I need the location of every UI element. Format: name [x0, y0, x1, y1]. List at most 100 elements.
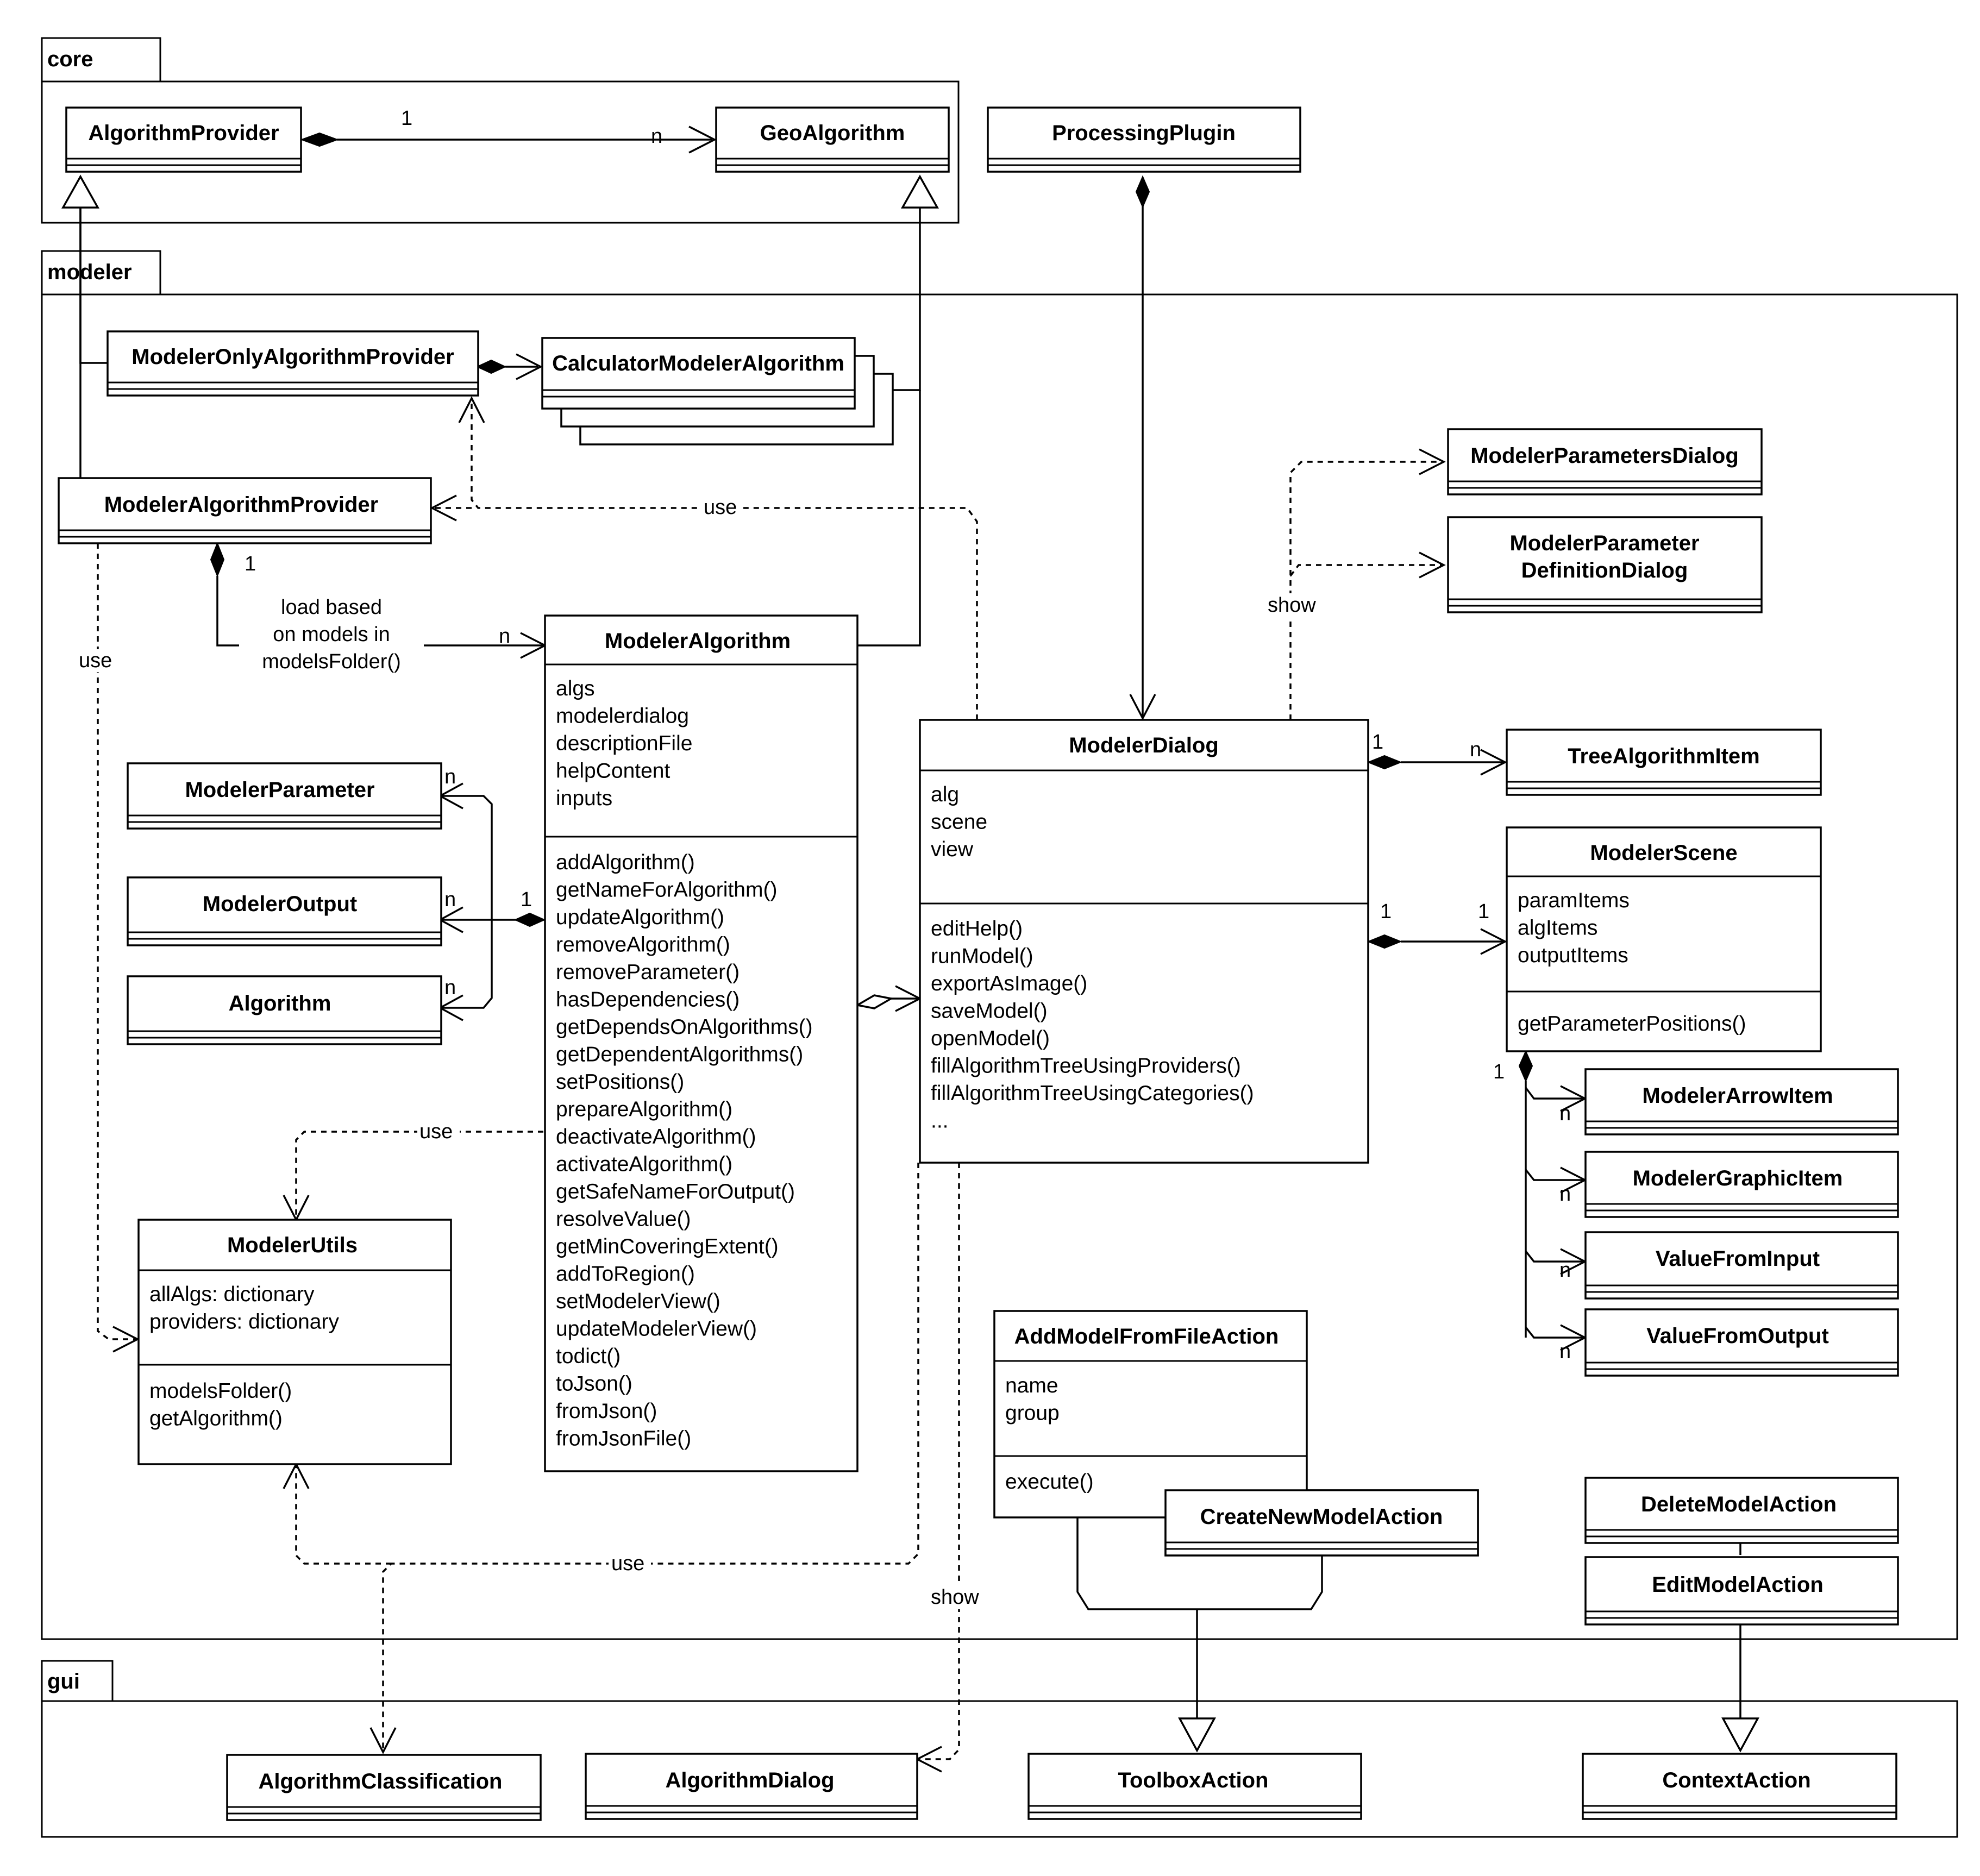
class-name: DefinitionDialog [1521, 559, 1688, 582]
class-name: ModelerParameter [1509, 531, 1699, 555]
method: hasDependencies() [556, 988, 740, 1012]
class-name: ModelerAlgorithm [605, 629, 791, 653]
dependency-label: use [704, 496, 737, 519]
class-algorithm-dialog: AlgorithmDialog [585, 1753, 918, 1820]
class-name: ContextAction [1662, 1768, 1810, 1792]
method: getMinCoveringExtent() [556, 1235, 779, 1258]
class-modeler-graphic-item: ModelerGraphicItem [1584, 1151, 1899, 1218]
method: getParameterPositions() [1518, 1012, 1746, 1036]
method: runModel() [931, 945, 1033, 968]
method: setPositions() [556, 1070, 684, 1094]
method: exportAsImage() [931, 972, 1087, 995]
class-toolbox-action: ToolboxAction [1027, 1753, 1362, 1820]
method: updateAlgorithm() [556, 906, 724, 929]
attribute-list: name group [1005, 1374, 1060, 1425]
class-name: ModelerParametersDialog [1470, 444, 1739, 468]
class-modeler-only-algorithm-provider: ModelerOnlyAlgorithmProvider [106, 330, 479, 397]
method: openModel() [931, 1027, 1050, 1050]
relation-label: load based [281, 596, 382, 619]
method: prepareAlgorithm() [556, 1098, 732, 1121]
class-modeler-output: ModelerOutput [127, 876, 442, 946]
method-list: editHelp()runModel()exportAsImage()saveM… [931, 917, 1254, 1133]
method-list: addAlgorithm() getNameForAlgorithm() updat… [556, 851, 813, 1451]
class-name: ModelerGraphicItem [1633, 1166, 1843, 1190]
composition-edge [300, 126, 717, 154]
method: setModelerView() [556, 1290, 720, 1313]
multiplicity-label: 1 [521, 888, 532, 911]
class-modeler-utils: ModelerUtils allAlgs: dictionaryprovider… [137, 1219, 452, 1465]
class-modeler-parameters-dialog: ModelerParametersDialog [1447, 428, 1763, 495]
dependency-label: use [419, 1120, 453, 1143]
class-modeler-arrow-item: ModelerArrowItem [1584, 1068, 1899, 1135]
method: getDependsOnAlgorithms() [556, 1015, 813, 1039]
multiplicity-label: n [1559, 1259, 1571, 1282]
class-modeler-parameter-definition-dialog: ModelerParameter DefinitionDialog [1447, 516, 1763, 613]
method: getNameForAlgorithm() [556, 879, 777, 902]
method: addToRegion() [556, 1263, 695, 1286]
attribute: name [1005, 1374, 1058, 1397]
class-modeler-algorithm: ModelerAlgorithm algsmodelerdialogdescri… [544, 614, 859, 1472]
class-name: AlgorithmProvider [88, 121, 279, 145]
attribute: group [1005, 1402, 1060, 1425]
class-name: EditModelAction [1652, 1573, 1824, 1597]
class-name: Algorithm [229, 992, 331, 1015]
method: fromJson() [556, 1400, 657, 1423]
dependency-label: show [931, 1586, 979, 1609]
method: toJson() [556, 1372, 632, 1396]
attribute: outputItems [1518, 944, 1628, 967]
attribute: algs [556, 677, 595, 700]
attribute: algItems [1518, 917, 1597, 940]
class-name: ModelerOnlyAlgorithmProvider [131, 345, 454, 369]
method: execute() [1005, 1470, 1094, 1494]
class-modeler-parameter: ModelerParameter [127, 762, 442, 830]
multiplicity-label: 1 [401, 107, 412, 130]
attribute: paramItems [1518, 889, 1630, 912]
method: editHelp() [931, 917, 1023, 940]
class-edit-model-action: EditModelAction [1584, 1556, 1899, 1626]
multiplicity-label: n [499, 625, 510, 648]
method: addAlgorithm() [556, 851, 695, 874]
attribute: inputs [556, 787, 612, 810]
class-context-action: ContextAction [1582, 1753, 1897, 1820]
method-list: getParameterPositions() [1518, 1012, 1746, 1036]
class-geo-algorithm: GeoAlgorithm [715, 106, 950, 173]
class-name: DeleteModelAction [1641, 1492, 1837, 1516]
multiplicity-label: n [1559, 1340, 1571, 1363]
attribute: modelerdialog [556, 705, 689, 728]
composition-edge [475, 353, 543, 380]
composition-edge [1367, 928, 1507, 955]
class-name: TreeAlgorithmItem [1568, 744, 1759, 768]
method-list: modelsFolder()getAlgorithm() [149, 1379, 292, 1430]
class-name: AlgorithmDialog [665, 1768, 834, 1792]
method: getSafeNameForOutput() [556, 1180, 795, 1203]
class-processing-plugin: ProcessingPlugin [987, 106, 1301, 173]
method: removeParameter() [556, 961, 740, 984]
multiplicity-label: 1 [245, 553, 256, 575]
method: modelsFolder() [149, 1379, 292, 1403]
connector-labels: 1 n 1 n load based on models in modelsFo… [76, 107, 1571, 1609]
class-delete-model-action: DeleteModelAction [1584, 1477, 1899, 1544]
attribute: alg [931, 783, 959, 806]
class-algorithm: Algorithm [127, 975, 442, 1045]
dependency-label: show [1268, 594, 1316, 617]
class-name: ValueFromOutput [1646, 1324, 1829, 1348]
attribute: helpContent [556, 760, 670, 783]
class-algorithm-classification: AlgorithmClassification [226, 1754, 542, 1821]
attribute-list: algsmodelerdialogdescriptionFilehelpCont… [556, 677, 692, 810]
attribute: scene [931, 811, 987, 834]
multiplicity-label: 1 [1380, 900, 1392, 923]
multiplicity-label: 1 [1478, 900, 1489, 923]
method: fillAlgorithmTreeUsingProviders() [931, 1055, 1241, 1078]
multiplicity-label: n [651, 125, 662, 148]
class-name: CreateNewModelAction [1200, 1505, 1443, 1529]
class-value-from-output: ValueFromOutput [1584, 1308, 1899, 1377]
class-name: ModelerUtils [227, 1233, 358, 1257]
dependency-label: use [611, 1552, 644, 1575]
package-core-label: core [47, 47, 93, 71]
generalization-edge [1076, 1517, 1323, 1753]
method: fromJsonFile() [556, 1427, 691, 1451]
